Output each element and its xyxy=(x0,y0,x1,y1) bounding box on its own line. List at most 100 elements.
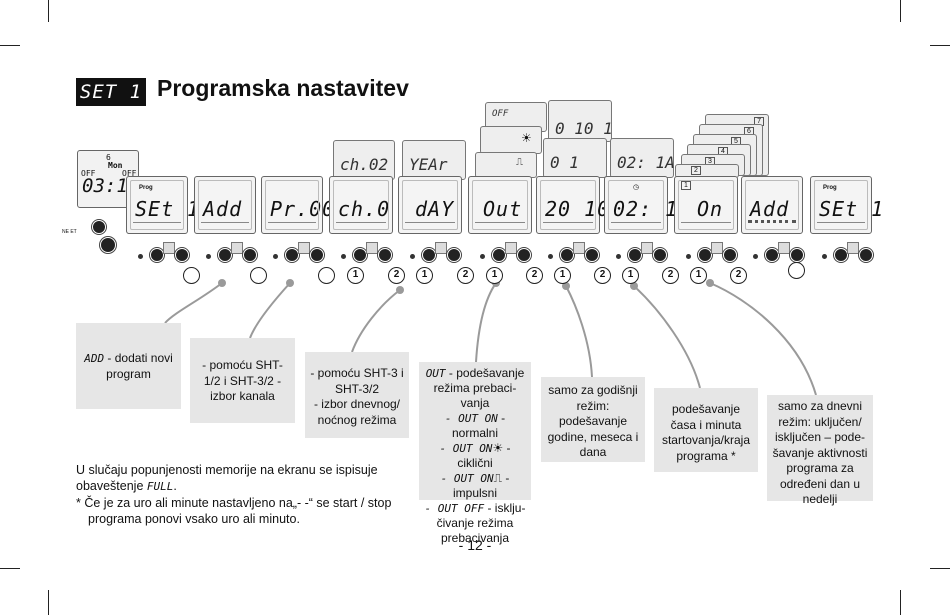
device-button[interactable] xyxy=(723,248,737,262)
note-text: U slučaju popunjenosti memorije na ekran… xyxy=(76,463,378,493)
callout-year: samo za godišnji režim: podešavanje godi… xyxy=(541,377,645,462)
lcd-text: 20 10 xyxy=(545,197,611,221)
device-button[interactable] xyxy=(150,248,164,262)
callout-text: - pomoću SHT-1/2 i SHT-3/2 - izbor kanal… xyxy=(202,358,283,403)
device-button[interactable] xyxy=(243,248,257,262)
day-number: 1 xyxy=(681,181,691,190)
device-button[interactable] xyxy=(517,248,531,262)
crop-mark xyxy=(0,568,20,569)
callout-out-mode: OUT - podešavanje režima prebaci-vanja -… xyxy=(419,362,531,545)
device-button[interactable] xyxy=(698,248,712,262)
note-text: . xyxy=(173,479,177,493)
lcd-text: SEt 1 xyxy=(135,197,201,221)
key[interactable] xyxy=(435,242,447,254)
callout-text: samo za dnevni režim: uključen/ isključe… xyxy=(772,399,868,506)
device-button[interactable] xyxy=(100,237,116,253)
lcd-text: ch.0 1 xyxy=(338,197,417,221)
callout-text: - ciklični xyxy=(457,441,511,470)
device-button[interactable] xyxy=(378,248,392,262)
crop-mark xyxy=(900,590,901,615)
key[interactable] xyxy=(573,242,585,254)
step-1-indicator: 1 xyxy=(690,267,707,284)
key[interactable] xyxy=(847,242,859,254)
step-1-indicator: 1 xyxy=(486,267,503,284)
device-button[interactable] xyxy=(422,248,436,262)
callout-text: - dodati novi program xyxy=(104,351,173,381)
device-button[interactable] xyxy=(447,248,461,262)
lcd-screen-add-2: Add xyxy=(741,176,803,234)
ne-label: NE ET xyxy=(62,229,77,235)
note-text: * Če je za uro ali minute nastavljeno na… xyxy=(76,496,392,526)
callout-time: podešavanje časa i minuta startovanja/kr… xyxy=(654,388,758,472)
note-seg: FULL xyxy=(146,480,174,493)
pulse-icon: ⎍ xyxy=(493,471,503,485)
lcd-text: Pr.00 xyxy=(270,197,336,221)
clock-right-label: OFF xyxy=(122,169,137,178)
device-button[interactable] xyxy=(218,248,232,262)
callout-text: - podešavanje režima prebaci-vanja xyxy=(433,366,525,410)
lcd-text: 02: 18 xyxy=(613,197,692,221)
callout-seg: - OUT ON xyxy=(440,472,494,485)
lcd-screen-channel: ch.0 1 xyxy=(329,176,415,234)
back-screen: ch.02 xyxy=(333,140,395,180)
step-1-indicator: 1 xyxy=(622,267,639,284)
device-button[interactable] xyxy=(834,248,848,262)
lcd-text: SEt 1 xyxy=(819,197,885,221)
device-button[interactable] xyxy=(765,248,779,262)
step-1-indicator: 1 xyxy=(416,267,433,284)
key[interactable] xyxy=(641,242,653,254)
footnote: U slučaju popunjenosti memorije na ekran… xyxy=(76,462,406,527)
key[interactable] xyxy=(505,242,517,254)
crop-mark xyxy=(900,0,901,22)
pulse-icon: ⎍ xyxy=(516,157,523,168)
press-indicator xyxy=(183,267,200,284)
back-screen: 0 10 1 xyxy=(548,100,613,142)
device-button[interactable] xyxy=(492,248,506,262)
back-screen: ⎍ xyxy=(475,152,537,178)
device-button[interactable] xyxy=(585,248,599,262)
callout-text: samo za godišnji režim: podešavanje godi… xyxy=(547,383,639,459)
prog-label: Prog xyxy=(823,185,837,191)
back-screen: ☀ xyxy=(480,126,542,154)
key[interactable] xyxy=(231,242,243,254)
lcd-text: Out xyxy=(483,197,523,221)
device-button[interactable] xyxy=(653,248,667,262)
key[interactable] xyxy=(711,242,723,254)
sun-icon: ☀ xyxy=(521,131,532,145)
device-button[interactable] xyxy=(560,248,574,262)
device-button[interactable] xyxy=(310,248,324,262)
callout-day-night: - pomoću SHT-3 i SHT-3/2 - izbor dnevnog… xyxy=(305,352,409,438)
back-screen-text: 02: 1A xyxy=(617,153,675,172)
key[interactable] xyxy=(298,242,310,254)
crop-mark xyxy=(0,45,20,46)
lcd-text: Add xyxy=(203,197,243,221)
lcd-screen-day: dAY xyxy=(398,176,462,234)
page-title: Programska nastavitev xyxy=(157,75,409,101)
device-button[interactable] xyxy=(859,248,873,262)
key[interactable] xyxy=(366,242,378,254)
clock-time: 03:17 xyxy=(82,175,140,197)
step-1-indicator: 1 xyxy=(347,267,364,284)
day-number: 2 xyxy=(691,166,701,175)
callout-add: ADD - dodati novi program xyxy=(76,323,181,409)
device-button[interactable] xyxy=(175,248,189,262)
device-button[interactable] xyxy=(628,248,642,262)
lcd-screen-year: 20 10 xyxy=(536,176,609,234)
back-screen-text: OFF xyxy=(492,109,509,119)
back-screen-text: 0 10 1 xyxy=(555,119,613,138)
device-button[interactable] xyxy=(92,220,106,234)
key[interactable] xyxy=(778,242,790,254)
device-button[interactable] xyxy=(285,248,299,262)
step-2-indicator: 2 xyxy=(730,267,747,284)
press-indicator xyxy=(250,267,267,284)
step-1-indicator: 1 xyxy=(554,267,571,284)
crop-mark xyxy=(48,0,49,22)
key[interactable] xyxy=(163,242,175,254)
device-button[interactable] xyxy=(790,248,804,262)
step-2-indicator: 2 xyxy=(388,267,405,284)
callout-day-activity: samo za dnevni režim: uključen/ isključe… xyxy=(767,395,873,506)
callout-text: - isklju-čivanje režima prebacivanja xyxy=(436,501,526,545)
device-button[interactable] xyxy=(353,248,367,262)
clock-icon: ◷ xyxy=(633,184,640,191)
